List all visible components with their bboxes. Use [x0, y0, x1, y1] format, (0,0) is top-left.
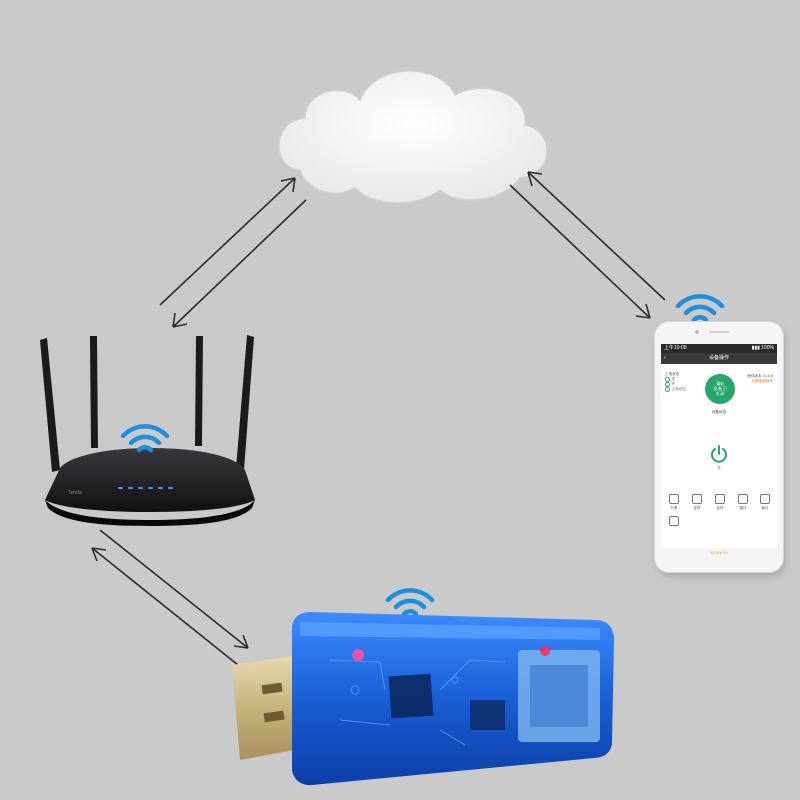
router-icon: Tenda: [40, 335, 255, 526]
usb-port-inner: [530, 665, 588, 727]
phone-speaker: [709, 331, 729, 333]
usb-plug-hole-2: [263, 710, 285, 723]
arrow-head-to-router: [91, 547, 107, 562]
arrow-line-up: [159, 177, 296, 306]
settings-button[interactable]: [663, 516, 685, 528]
settings-icon: [669, 516, 679, 526]
router-antenna-3: [195, 336, 203, 446]
connection-router-usb: [91, 529, 249, 666]
loop-icon: [738, 494, 748, 504]
wifi-icon-phone: [675, 294, 725, 323]
smartphone-icon: 上午10:00 ▮▮▮ 100% ‹ 设备操作 上电状态 关 开 上电记忆 通电…: [655, 322, 783, 572]
clock-icon: [692, 494, 702, 504]
phone-camera: [695, 330, 699, 334]
usb-regulator: [470, 700, 505, 730]
router-base: [45, 500, 255, 526]
usb-traces: [329, 659, 506, 746]
router-antenna-4: [236, 335, 254, 470]
cloud-icon: [278, 70, 548, 204]
usb-led-red: [540, 646, 550, 656]
back-icon[interactable]: ‹: [664, 355, 666, 361]
wifi-icon-usb: [385, 588, 435, 617]
usb-plug-hole-1: [261, 682, 283, 695]
firmware-label: 固件版本 V1.0.5: [747, 374, 773, 378]
arrow-head-down: [172, 312, 188, 328]
arrow-line-to-phone: [509, 184, 651, 319]
cloud-shape: [278, 70, 548, 204]
option-memory[interactable]: 上电记忆: [665, 386, 686, 392]
usb-chip: [388, 673, 434, 719]
arrow-line-down: [172, 199, 307, 328]
share-button[interactable]: 分享: [663, 494, 685, 511]
arrow-line-to-usb: [99, 529, 249, 649]
timer-icon: [715, 494, 725, 504]
option-header: 上电状态: [665, 372, 680, 376]
countdown-button[interactable]: 倒计: [754, 494, 776, 511]
usb-wifi-module-icon: [232, 612, 614, 786]
app-title: 设备操作: [708, 355, 729, 361]
status-signal: ▮▮▮ 100%: [751, 345, 774, 351]
arrow-head-to-usb: [233, 634, 249, 649]
usb-housing-highlight: [300, 622, 600, 640]
countdown-icon: [760, 494, 770, 504]
router-body: [45, 448, 255, 512]
connection-router-cloud: [159, 177, 307, 328]
timer-button[interactable]: 定时: [686, 494, 708, 511]
update-link[interactable]: 已是最新版本: [751, 378, 773, 383]
option-on[interactable]: 开: [665, 381, 686, 387]
arrow-line-to-cloud: [527, 171, 666, 301]
phone-screen: 上午10:00 ▮▮▮ 100% ‹ 设备操作 上电状态 关 开 上电记忆 通电…: [661, 344, 777, 548]
share-icon: [669, 494, 679, 504]
router-antenna-2: [90, 336, 98, 448]
arrow-head-to-phone: [635, 303, 651, 319]
loop-button[interactable]: 循环: [732, 494, 754, 511]
usb-plug: [232, 655, 305, 760]
status-time: 上午10:00: [664, 345, 687, 351]
router-brand: Tenda: [68, 490, 82, 496]
option-off[interactable]: 关: [665, 376, 686, 382]
delay-button[interactable]: 延时: [709, 494, 731, 511]
router-antenna-1: [40, 338, 60, 472]
power-state-label: 关: [717, 466, 721, 470]
usb-led-pink: [352, 649, 364, 661]
power-on-options: 上电状态 关 开 上电记忆: [665, 372, 686, 392]
connection-cloud-phone: [509, 171, 666, 319]
device-status-circle: 通电 设 备 已 关 闭: [705, 374, 735, 404]
phone-brand: HUAWEI: [709, 550, 729, 555]
device-status-label: 设备状态: [711, 410, 727, 414]
power-icon[interactable]: [709, 444, 729, 464]
arrow-line-to-router: [91, 547, 239, 666]
firmware-info: 固件版本 V1.0.5 已是最新版本: [739, 374, 773, 383]
wifi-icon-router: [120, 424, 170, 453]
router-leds: [118, 487, 173, 489]
arrow-head-up: [280, 177, 296, 193]
status-bar: 上午10:00 ▮▮▮ 100%: [661, 344, 777, 353]
app-title-bar: ‹ 设备操作: [661, 353, 777, 364]
arrow-head-to-cloud: [527, 171, 543, 187]
